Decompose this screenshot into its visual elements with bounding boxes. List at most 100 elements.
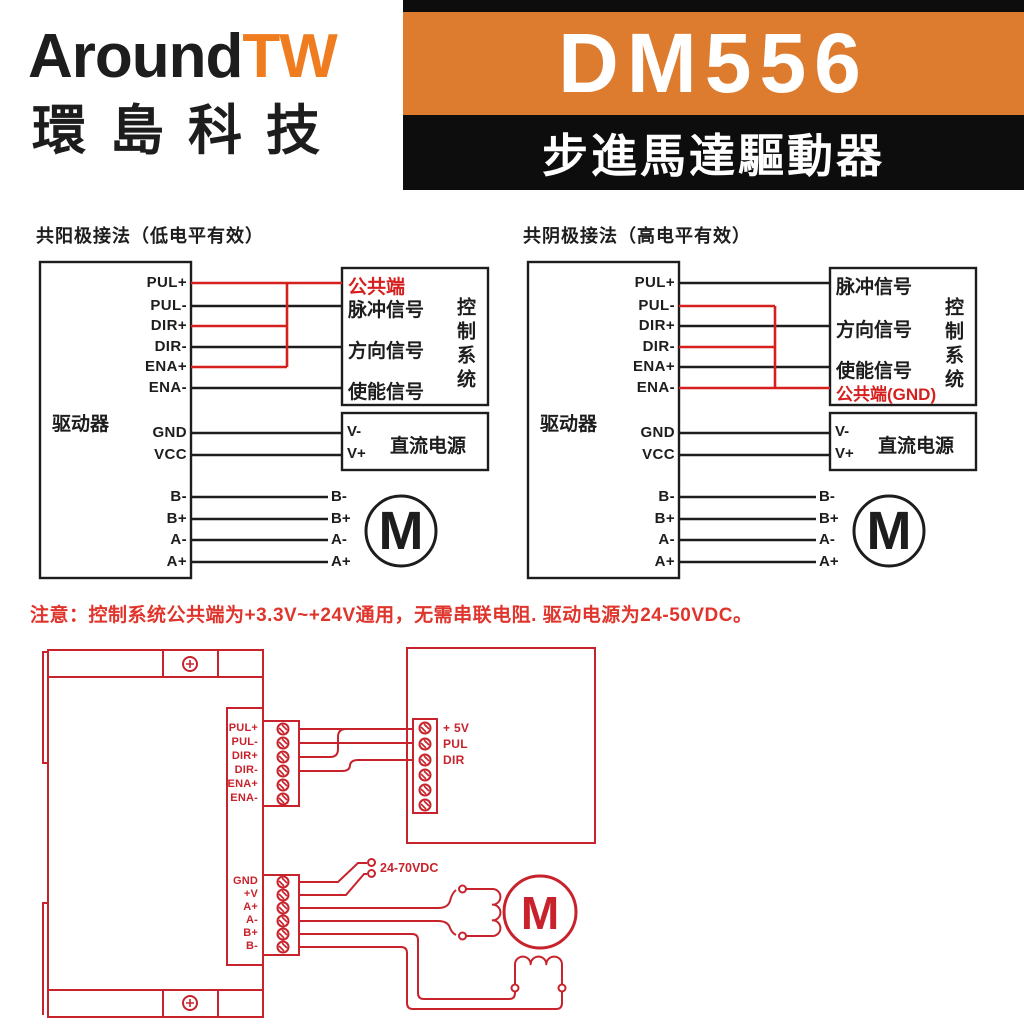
phase-a-wires bbox=[299, 889, 457, 936]
controller-terminal-strip bbox=[412, 718, 438, 814]
pin-label-ena-plus: ENA+ bbox=[632, 358, 675, 375]
left-motor-circle bbox=[364, 494, 438, 568]
signal-terminal-screws bbox=[276, 722, 290, 806]
left-diagram-title: 共阳极接法（低电平有效） bbox=[36, 226, 264, 246]
controller-terminal-screws bbox=[418, 721, 432, 812]
term-b-minus: B- bbox=[245, 940, 258, 952]
direction-signal-label: 方向信号 bbox=[348, 341, 425, 362]
motor-term-a-plus: A+ bbox=[819, 553, 839, 570]
term-v-plus: +V bbox=[243, 888, 258, 900]
brand-logo-orange: TW bbox=[242, 22, 337, 91]
motor-pin-b-minus: B- bbox=[658, 488, 675, 505]
power-terminal-screws bbox=[276, 875, 290, 954]
motor-pin-a-minus: A- bbox=[658, 531, 675, 548]
mounting-screw-icon bbox=[182, 656, 198, 672]
controller-term-pul: PUL bbox=[443, 737, 468, 751]
motor-symbol: M bbox=[378, 501, 424, 561]
left-red-wires bbox=[191, 281, 342, 369]
phase-b-coil bbox=[514, 955, 563, 985]
terminal-panel bbox=[226, 707, 264, 966]
pin-label-ena-minus: ENA- bbox=[148, 379, 187, 396]
supply-voltage-label: 24-70VDC bbox=[380, 861, 439, 875]
right-motor-circle bbox=[852, 494, 926, 568]
pin-label-dir-plus: DIR+ bbox=[638, 317, 675, 334]
right-schematic-lines bbox=[526, 260, 978, 580]
term-ena-minus: ENA- bbox=[230, 792, 258, 804]
supply-connector bbox=[367, 869, 376, 878]
vcc-pin-label: VCC bbox=[642, 446, 675, 463]
pin-label-dir-minus: DIR- bbox=[154, 338, 187, 355]
motor-pin-a-plus: A+ bbox=[654, 553, 675, 570]
left-black-wires bbox=[191, 304, 342, 564]
signal-terminal-block bbox=[262, 720, 300, 807]
power-supply-wires bbox=[299, 862, 367, 896]
dc-power-label: 直流电源 bbox=[878, 436, 955, 457]
common-terminal-label: 公共端 bbox=[348, 277, 406, 298]
term-ena-plus: ENA+ bbox=[227, 778, 258, 790]
power-terminal-block bbox=[262, 874, 300, 956]
motor-circle bbox=[502, 874, 578, 950]
left-schematic-lines bbox=[38, 260, 490, 580]
v-plus-label: V+ bbox=[347, 445, 366, 462]
term-a-minus: A- bbox=[245, 914, 258, 926]
coil-terminal bbox=[510, 983, 520, 993]
pin-label-pul-minus: PUL- bbox=[150, 297, 187, 314]
right-dc-power-box bbox=[828, 411, 978, 472]
control-system-label: 控制系统 bbox=[942, 297, 963, 393]
motor-symbol: M bbox=[866, 501, 912, 561]
direction-signal-label: 方向信号 bbox=[836, 320, 913, 341]
term-pul-plus: PUL+ bbox=[228, 722, 258, 734]
pin-label-ena-plus: ENA+ bbox=[144, 358, 187, 375]
dc-power-label: 直流电源 bbox=[390, 436, 467, 457]
model-number: DM556 bbox=[558, 16, 869, 110]
product-name: 步進馬達驅動器 bbox=[542, 129, 885, 182]
brand-logo-black: Around bbox=[28, 22, 243, 91]
coil-terminal bbox=[458, 884, 467, 894]
motor-term-b-plus: B+ bbox=[819, 510, 839, 527]
enable-signal-label: 使能信号 bbox=[836, 361, 913, 382]
phase-b-wires bbox=[299, 933, 563, 1010]
motor-term-b-minus: B- bbox=[331, 488, 347, 505]
common-gnd-label: 公共端(GND) bbox=[836, 385, 937, 404]
driver-label: 驱动器 bbox=[540, 414, 598, 435]
left-dc-power-box bbox=[340, 411, 490, 472]
motor-pin-a-plus: A+ bbox=[166, 553, 187, 570]
pin-label-pul-plus: PUL+ bbox=[634, 274, 675, 291]
coil-terminal bbox=[458, 931, 467, 941]
term-dir-plus: DIR+ bbox=[231, 750, 258, 762]
banner-product-band: 步進馬達驅動器 bbox=[403, 115, 1024, 190]
v-minus-label: V- bbox=[835, 423, 850, 440]
term-a-plus: A+ bbox=[243, 901, 258, 913]
phase-a-coil bbox=[466, 888, 502, 937]
motor-term-a-minus: A- bbox=[331, 531, 347, 548]
motor-pin-b-minus: B- bbox=[170, 488, 187, 505]
right-black-wires bbox=[679, 281, 830, 564]
brand-logo: AroundTW bbox=[28, 26, 338, 88]
motor-pin-b-plus: B+ bbox=[654, 510, 675, 527]
v-minus-label: V- bbox=[347, 423, 362, 440]
driver-body-outline bbox=[42, 649, 264, 1018]
right-driver-box bbox=[526, 260, 681, 580]
right-red-wires bbox=[679, 304, 830, 390]
term-gnd: GND bbox=[232, 875, 258, 887]
motor-term-b-plus: B+ bbox=[331, 510, 351, 527]
controller-term-5v: + 5V bbox=[443, 721, 470, 735]
coil-terminal bbox=[557, 983, 567, 993]
supply-connector bbox=[367, 858, 376, 867]
pin-label-pul-minus: PUL- bbox=[638, 297, 675, 314]
brand-subtitle: 環島科技 bbox=[32, 101, 344, 161]
pin-label-pul-plus: PUL+ bbox=[146, 274, 187, 291]
right-control-box bbox=[828, 266, 978, 407]
motor-symbol: M bbox=[520, 887, 560, 939]
gnd-pin-label: GND bbox=[640, 424, 675, 441]
driver-label: 驱动器 bbox=[52, 414, 110, 435]
motor-term-a-minus: A- bbox=[819, 531, 835, 548]
term-b-plus: B+ bbox=[243, 927, 258, 939]
banner-model-band: DM556 bbox=[403, 12, 1024, 115]
controller-term-dir: DIR bbox=[443, 753, 465, 767]
mounting-screw-icon bbox=[182, 995, 198, 1011]
gnd-pin-label: GND bbox=[152, 424, 187, 441]
enable-signal-label: 使能信号 bbox=[348, 382, 425, 403]
